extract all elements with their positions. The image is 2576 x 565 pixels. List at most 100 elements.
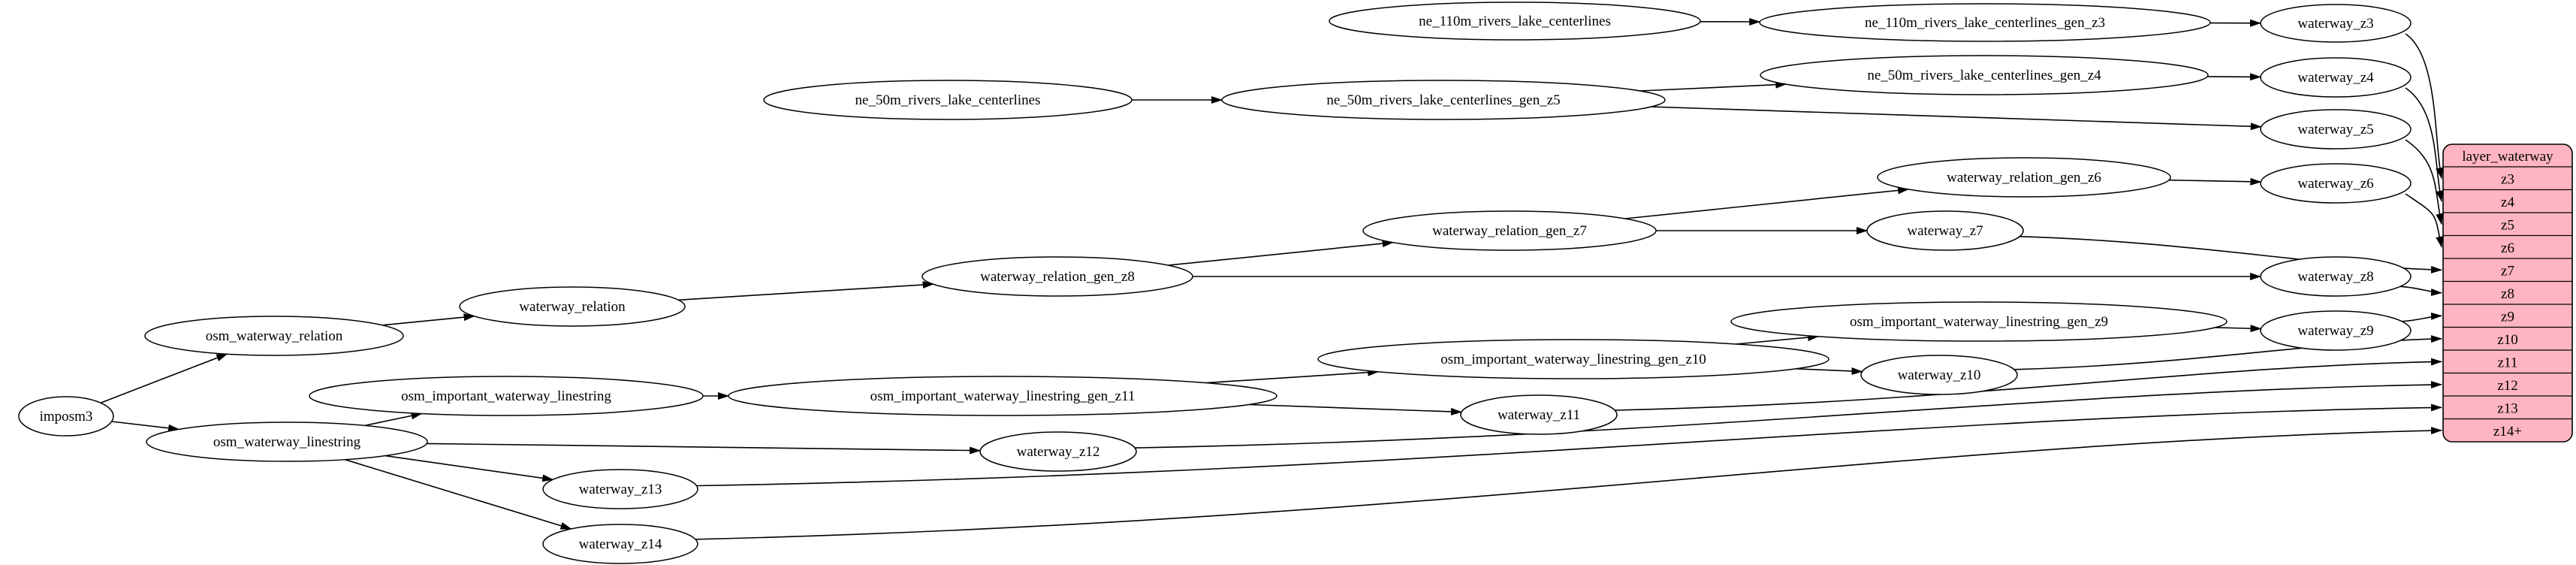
node-waterway_relation_gen_z6-shape xyxy=(1877,157,2171,198)
node-ne_50m_rivers_lake_centerlines_gen_z4-shape xyxy=(1760,55,2209,95)
node-waterway_z12-shape xyxy=(979,431,1137,472)
edge-waterway_relation_gen_z7-to-waterway_relation_gen_z6 xyxy=(1624,186,1909,219)
node-waterway_z7: waterway_z7 xyxy=(1866,210,2024,251)
node-osm_important_waterway_linestring_gen_z10-shape xyxy=(1317,339,1829,379)
node-osm_important_waterway_linestring_gen_z9: osm_important_waterway_linestring_gen_z9 xyxy=(1730,301,2228,342)
node-waterway_relation-shape xyxy=(459,286,686,327)
edge-osm_important_waterway_linestring_gen_z10-to-waterway_z10 xyxy=(1796,367,1863,375)
node-waterway_z5: waterway_z5 xyxy=(2260,109,2412,150)
node-waterway_z12-label: waterway_z12 xyxy=(1017,444,1100,460)
node-ne_110m_rivers_lake_centerlines: ne_110m_rivers_lake_centerlines xyxy=(1329,2,1701,41)
table-row-z9: z9 xyxy=(2501,309,2514,325)
edge-osm_waterway_linestring-to-waterway_z13 xyxy=(385,455,554,482)
edges-layer xyxy=(100,17,2444,540)
node-waterway_z6-label: waterway_z6 xyxy=(2297,176,2373,192)
edge-osm_waterway_linestring-to-waterway_z14 xyxy=(345,458,572,530)
node-ne_50m_rivers_lake_centerlines-label: ne_50m_rivers_lake_centerlines xyxy=(855,92,1041,108)
node-imposm3-shape xyxy=(18,396,114,437)
edge-waterway_relation-to-waterway_relation_gen_z8 xyxy=(678,281,934,301)
node-waterway_z10-shape xyxy=(1860,355,2018,395)
edge-waterway_z8-to-z8 xyxy=(2400,286,2442,297)
table-row-z13: z13 xyxy=(2497,400,2517,416)
table-outline xyxy=(2442,144,2573,443)
edge-waterway_z5-to-z5 xyxy=(2405,139,2444,225)
node-waterway_z8-label: waterway_z8 xyxy=(2297,269,2373,285)
node-ne_110m_rivers_lake_centerlines-label: ne_110m_rivers_lake_centerlines xyxy=(1419,14,1611,29)
node-waterway_z14: waterway_z14 xyxy=(542,524,698,564)
node-waterway_relation_gen_z6: waterway_relation_gen_z6 xyxy=(1877,157,2171,198)
node-ne_50m_rivers_lake_centerlines-shape xyxy=(763,80,1133,120)
node-waterway_relation_gen_z7-label: waterway_relation_gen_z7 xyxy=(1432,223,1587,239)
node-osm_waterway_relation: osm_waterway_relation xyxy=(144,316,404,356)
node-waterway_z3-label: waterway_z3 xyxy=(2297,16,2373,32)
node-waterway_relation: waterway_relation xyxy=(459,286,686,327)
node-ne_50m_rivers_lake_centerlines_gen_z4-label: ne_50m_rivers_lake_centerlines_gen_z4 xyxy=(1867,68,2101,83)
edge-waterway_relation_gen_z8-to-waterway_relation_gen_z7 xyxy=(1168,240,1394,266)
node-waterway_z4-shape xyxy=(2260,57,2412,98)
node-waterway_relation_gen_z8-label: waterway_relation_gen_z8 xyxy=(980,269,1135,285)
node-ne_50m_rivers_lake_centerlines_gen_z5-shape xyxy=(1221,80,1666,120)
edge-imposm3-to-osm_waterway_linestring xyxy=(111,421,180,432)
edge-waterway_z11-to-z11 xyxy=(1615,358,2442,411)
table-row-z11: z11 xyxy=(2498,355,2518,370)
node-osm_important_waterway_linestring: osm_important_waterway_linestring xyxy=(309,376,704,416)
node-waterway_z4-label: waterway_z4 xyxy=(2297,70,2374,86)
edge-waterway_z14-to-z14+ xyxy=(695,427,2442,540)
node-waterway_z9-shape xyxy=(2260,310,2412,351)
node-waterway_z11-shape xyxy=(1460,394,1618,435)
node-waterway_z6: waterway_z6 xyxy=(2260,163,2412,204)
node-ne_110m_rivers_lake_centerlines_gen_z3-label: ne_110m_rivers_lake_centerlines_gen_z3 xyxy=(1865,15,2105,31)
table-row-z4: z4 xyxy=(2501,195,2514,210)
node-waterway_relation_gen_z8: waterway_relation_gen_z8 xyxy=(922,256,1193,297)
node-waterway_relation_gen_z7: waterway_relation_gen_z7 xyxy=(1362,210,1657,251)
node-waterway_z8-shape xyxy=(2260,256,2412,297)
edge-osm_important_waterway_linestring_gen_z10-to-osm_important_waterway_linestring_gen_z9 xyxy=(1736,334,1820,345)
node-imposm3: imposm3 xyxy=(18,396,114,437)
node-waterway_z7-label: waterway_z7 xyxy=(1907,223,1983,239)
node-osm_important_waterway_linestring_gen_z10-label: osm_important_waterway_linestring_gen_z1… xyxy=(1440,352,1706,367)
node-waterway_z3: waterway_z3 xyxy=(2260,4,2412,43)
node-ne_110m_rivers_lake_centerlines-shape xyxy=(1329,2,1701,41)
edge-waterway_z12-to-z12 xyxy=(1135,381,2442,449)
node-waterway_z14-shape xyxy=(542,524,698,564)
node-ne_110m_rivers_lake_centerlines_gen_z3: ne_110m_rivers_lake_centerlines_gen_z3 xyxy=(1759,3,2211,42)
node-waterway_relation_gen_z7-shape xyxy=(1362,210,1657,251)
node-ne_110m_rivers_lake_centerlines_gen_z3-shape xyxy=(1759,3,2211,42)
node-waterway_z8: waterway_z8 xyxy=(2260,256,2412,297)
edge-waterway_relation_gen_z6-to-waterway_z6 xyxy=(2168,177,2262,186)
node-osm_waterway_linestring: osm_waterway_linestring xyxy=(146,421,428,462)
node-osm_important_waterway_linestring_gen_z9-label: osm_important_waterway_linestring_gen_z9 xyxy=(1850,314,2108,330)
node-waterway_z13: waterway_z13 xyxy=(542,469,698,509)
node-osm_important_waterway_linestring-label: osm_important_waterway_linestring xyxy=(401,388,611,404)
edge-waterway_z13-to-z13 xyxy=(696,403,2442,487)
node-osm_important_waterway_linestring-shape xyxy=(309,376,704,416)
table-row-z14+: z14+ xyxy=(2493,424,2522,440)
edge-osm_important_waterway_linestring_gen_z11-to-osm_important_waterway_linestring_gen_z10 xyxy=(1205,368,1380,384)
node-waterway_z10: waterway_z10 xyxy=(1860,355,2018,395)
edge-waterway_z9-to-z9 xyxy=(2401,312,2442,322)
node-osm_waterway_relation-shape xyxy=(144,316,404,356)
nodes-layer: imposm3 osm_waterway_relation osm_waterway… xyxy=(18,2,2412,564)
node-osm_waterway_relation-label: osm_waterway_relation xyxy=(206,328,343,344)
edge-waterway_z6-to-z6 xyxy=(2405,193,2444,248)
table-row-z12: z12 xyxy=(2497,378,2517,394)
node-waterway_z11: waterway_z11 xyxy=(1460,394,1618,435)
edge-ne_50m_rivers_lake_centerlines_gen_z5-to-waterway_z5 xyxy=(1651,106,2262,131)
node-waterway_z3-shape xyxy=(2260,4,2412,43)
edge-osm_important_waterway_linestring_gen_z9-to-waterway_z9 xyxy=(2215,325,2262,333)
node-waterway_z12: waterway_z12 xyxy=(979,431,1137,472)
node-osm_important_waterway_linestring_gen_z10: osm_important_waterway_linestring_gen_z1… xyxy=(1317,339,1829,379)
edge-osm_waterway_relation-to-waterway_relation xyxy=(382,313,475,326)
table-row-z6: z6 xyxy=(2501,240,2514,256)
node-waterway_z9-label: waterway_z9 xyxy=(2297,323,2373,339)
node-waterway_z14-label: waterway_z14 xyxy=(579,536,662,552)
node-waterway_z10-label: waterway_z10 xyxy=(1898,367,1981,383)
table-row-z8: z8 xyxy=(2501,286,2514,302)
node-imposm3-label: imposm3 xyxy=(40,409,93,425)
table-title: layer_waterway xyxy=(2462,149,2553,165)
node-osm_important_waterway_linestring_gen_z11: osm_important_waterway_linestring_gen_z1… xyxy=(728,376,1277,416)
node-waterway_z13-label: waterway_z13 xyxy=(579,482,662,497)
edge-osm_waterway_linestring-to-osm_important_waterway_linestring xyxy=(364,412,423,427)
